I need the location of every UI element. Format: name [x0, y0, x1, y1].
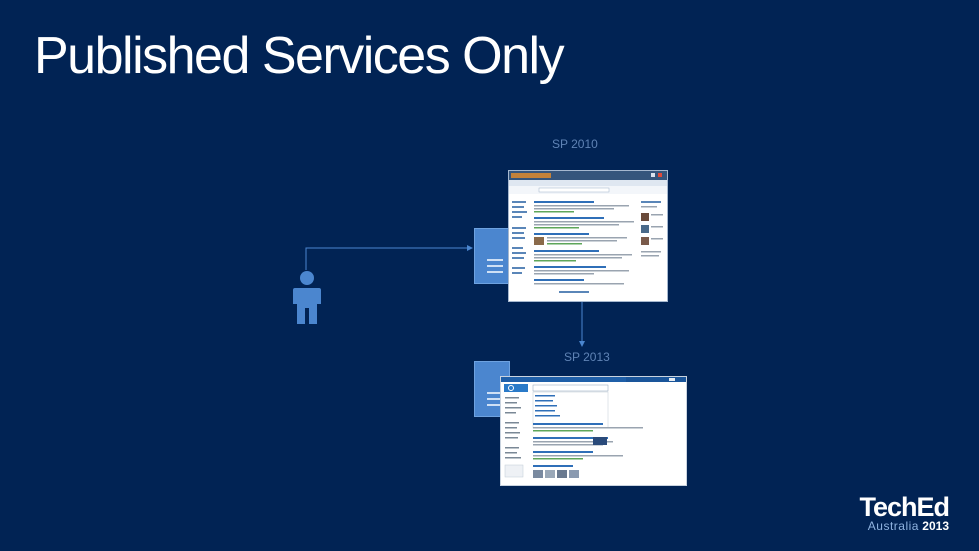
brand-year: 2013 — [922, 519, 949, 533]
server-icon — [474, 228, 510, 284]
sp2010-search-screenshot — [508, 170, 668, 302]
brand-name: TechEd — [859, 492, 950, 522]
slide-title: Published Services Only — [34, 27, 565, 85]
brand-location: Australia — [867, 519, 919, 533]
sp2013-search-screenshot — [500, 376, 687, 486]
person-icon — [293, 271, 321, 324]
sp2010-label: SP 2010 — [552, 137, 598, 151]
user-to-sp2010-arrow — [305, 245, 473, 270]
teched-logo: TechEd Australia 2013 — [859, 492, 950, 533]
sp2013-label: SP 2013 — [564, 350, 610, 364]
